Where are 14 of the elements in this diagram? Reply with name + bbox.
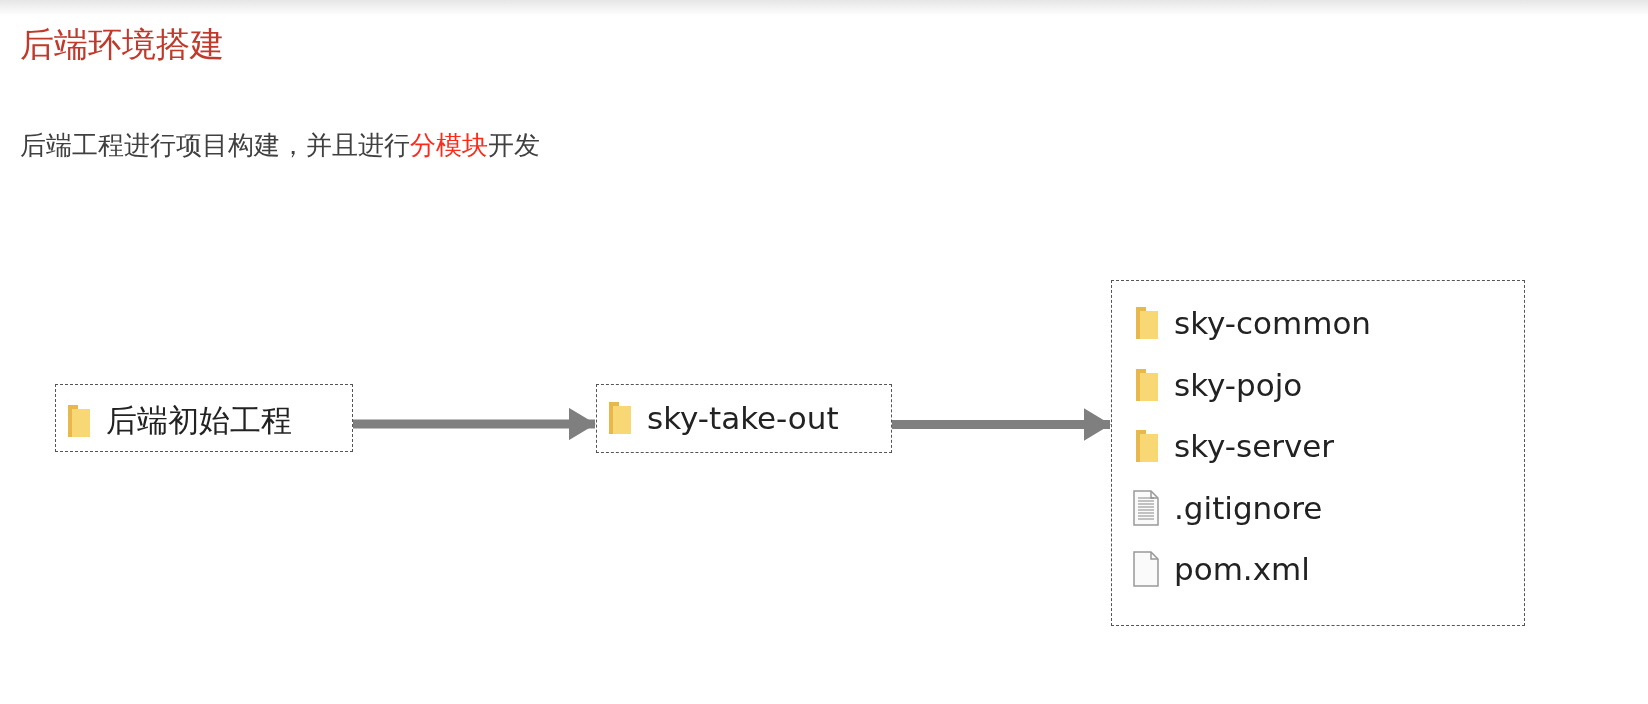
page-title: 后端环境搭建: [20, 23, 224, 66]
folder-name: sky-server: [1174, 428, 1335, 464]
folder-box: [55, 384, 353, 452]
folder-box: [596, 384, 892, 453]
folder-name: sky-take-out: [647, 400, 839, 436]
arrow: [353, 407, 596, 441]
file-name: pom.xml: [1174, 551, 1310, 587]
file-name: .gitignore: [1174, 489, 1323, 526]
arrow: [892, 408, 1111, 441]
sentence: 后端工程进行项目构建，并且进行分模块开发: [20, 129, 540, 162]
folder-name: 后端初始工程: [106, 401, 292, 440]
folder-name: sky-common: [1174, 305, 1371, 341]
file-list-box: [1111, 280, 1525, 626]
folder-name: sky-pojo: [1174, 366, 1303, 403]
